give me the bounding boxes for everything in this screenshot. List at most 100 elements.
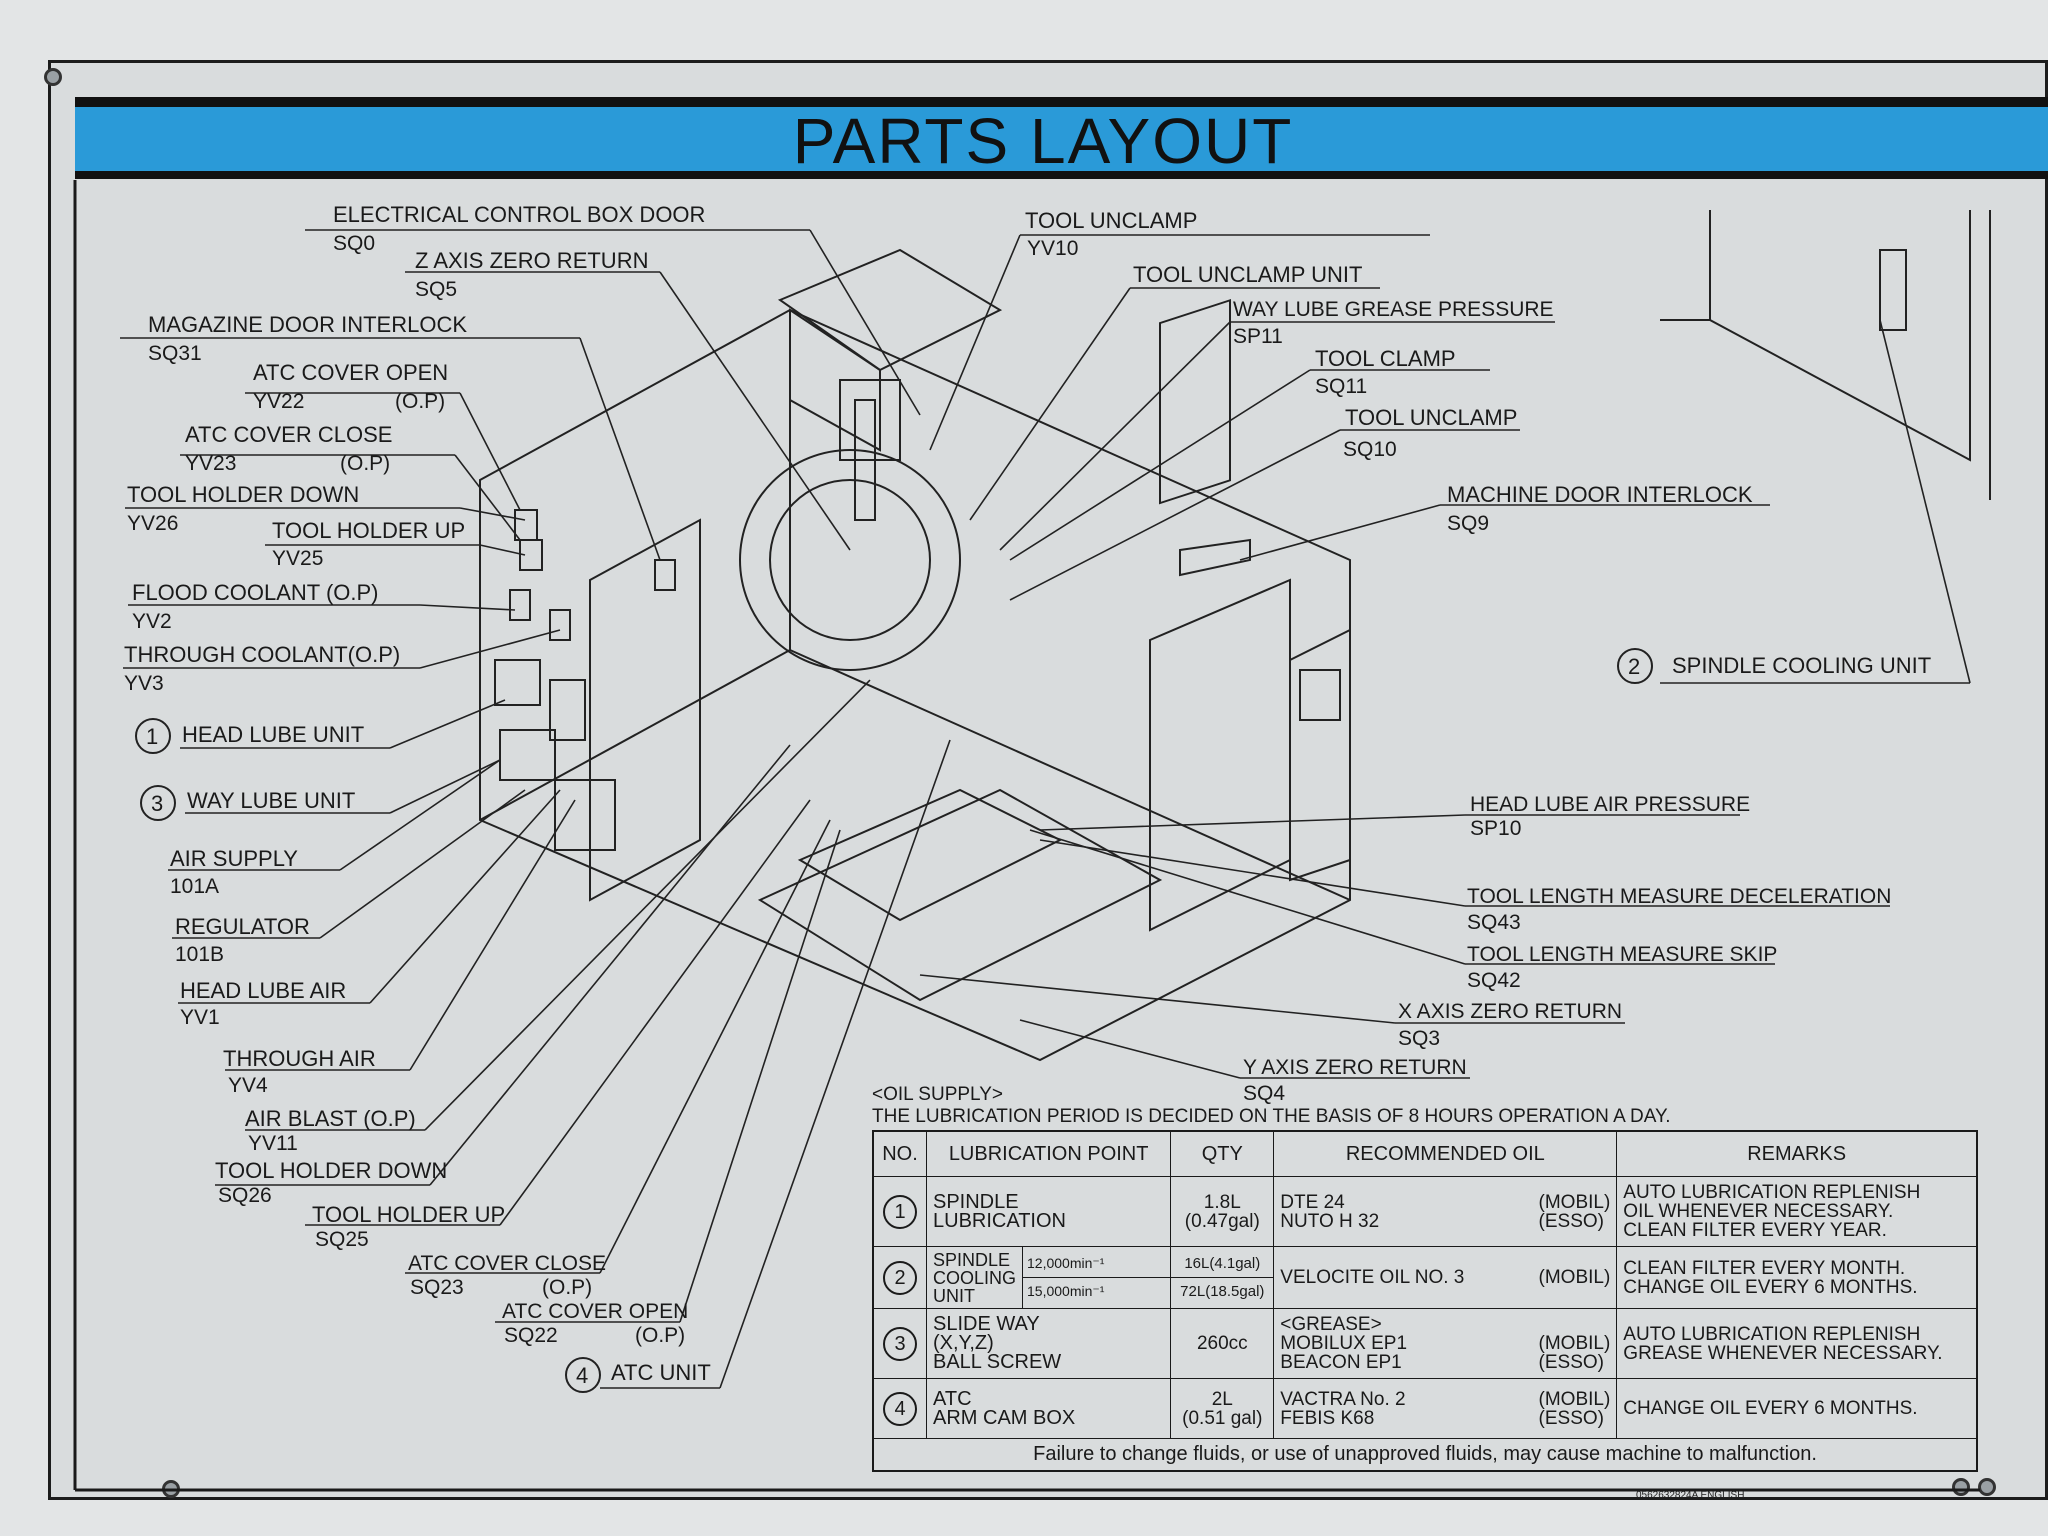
label-tool-holder-up-sq: TOOL HOLDER UP bbox=[312, 1202, 505, 1227]
label-tool-unclamp-sq: TOOL UNCLAMP bbox=[1345, 405, 1517, 430]
col-no: NO. bbox=[872, 1130, 927, 1177]
code-sp10: SP10 bbox=[1470, 817, 1521, 840]
col-recommended-oil: RECOMMENDED OIL bbox=[1273, 1130, 1618, 1177]
leader-lines bbox=[120, 229, 1971, 1389]
qty: 1.8L(0.47gal) bbox=[1170, 1176, 1275, 1247]
code-sq43: SQ43 bbox=[1467, 911, 1521, 934]
label-through-air: THROUGH AIR bbox=[223, 1046, 376, 1071]
code-sq9: SQ9 bbox=[1447, 512, 1489, 535]
label-tool-unclamp-yv: TOOL UNCLAMP bbox=[1025, 208, 1197, 233]
code-yv22: YV22 bbox=[253, 390, 304, 413]
label-magazine-door-interlock: MAGAZINE DOOR INTERLOCK bbox=[148, 312, 467, 337]
oil-supply-title: <OIL SUPPLY> bbox=[872, 1084, 1003, 1105]
number-circle-icon bbox=[565, 1357, 601, 1393]
label-y-axis-zero-return: Y AXIS ZERO RETURN bbox=[1243, 1056, 1467, 1079]
label-head-lube-unit: HEAD LUBE UNIT bbox=[182, 722, 364, 747]
number-circle-icon bbox=[1617, 648, 1653, 684]
qty: 16L(4.1gal)72L(18.5gal) bbox=[1170, 1246, 1275, 1309]
footer-warning: Failure to change fluids, or use of unap… bbox=[872, 1438, 1978, 1472]
left-labels: ELECTRICAL CONTROL BOX DOOR SQ0 Z AXIS Z… bbox=[124, 202, 711, 1393]
table-footer-row: Failure to change fluids, or use of unap… bbox=[872, 1438, 1978, 1472]
code-sq4: SQ4 bbox=[1243, 1082, 1285, 1105]
label-atc-cover-close-sq: ATC COVER CLOSE bbox=[408, 1252, 606, 1275]
number-circle-icon bbox=[135, 718, 171, 754]
code-yv1: YV1 bbox=[180, 1006, 220, 1029]
label-tool-holder-up: TOOL HOLDER UP bbox=[272, 518, 465, 543]
code-sq5: SQ5 bbox=[415, 278, 457, 301]
recommended-oil: VELOCITE OIL NO. 3(MOBIL) bbox=[1273, 1246, 1618, 1309]
label-through-coolant: THROUGH COOLANT(O.P) bbox=[124, 642, 400, 667]
recommended-oil: VACTRA No. 2(MOBIL) FEBIS K68(ESSO) bbox=[1273, 1378, 1618, 1439]
note-op: (O.P) bbox=[542, 1276, 592, 1299]
remarks: CLEAN FILTER EVERY MONTH.CHANGE OIL EVER… bbox=[1616, 1246, 1978, 1309]
label-flood-coolant: FLOOD COOLANT (O.P) bbox=[132, 580, 379, 605]
code-sq10: SQ10 bbox=[1343, 438, 1397, 461]
number-circle-icon bbox=[140, 785, 176, 821]
recommended-oil: DTE 24(MOBIL) NUTO H 32(ESSO) bbox=[1273, 1176, 1618, 1247]
code-sq23: SQ23 bbox=[410, 1276, 464, 1299]
label-tool-unclamp-unit: TOOL UNCLAMP UNIT bbox=[1133, 262, 1362, 287]
qty: 2L(0.51 gal) bbox=[1170, 1378, 1275, 1439]
row-number: 1 bbox=[883, 1194, 917, 1229]
col-qty: QTY bbox=[1170, 1130, 1275, 1177]
code-yv10: YV10 bbox=[1027, 237, 1078, 260]
num-4: 4 bbox=[576, 1363, 588, 1388]
lubrication-table: NO. LUBRICATION POINT QTY RECOMMENDED OI… bbox=[872, 1130, 1978, 1472]
code-yv2: YV2 bbox=[132, 610, 172, 633]
label-electrical-control-box-door: ELECTRICAL CONTROL BOX DOOR bbox=[333, 202, 705, 227]
code-sq11: SQ11 bbox=[1315, 375, 1367, 398]
code-sq25: SQ25 bbox=[315, 1228, 369, 1251]
label-regulator: REGULATOR bbox=[175, 914, 310, 939]
recommended-oil: <GREASE> MOBILUX EP1(MOBIL) BEACON EP1(E… bbox=[1273, 1308, 1618, 1379]
qty: 260cc bbox=[1170, 1308, 1275, 1379]
label-z-axis-zero-return: Z AXIS ZERO RETURN bbox=[415, 248, 648, 273]
label-atc-cover-close: ATC COVER CLOSE bbox=[185, 422, 392, 447]
code-yv26: YV26 bbox=[127, 512, 178, 535]
code-sp11: SP11 bbox=[1233, 325, 1283, 348]
code-sq0: SQ0 bbox=[333, 232, 375, 255]
page-title: PARTS LAYOUT bbox=[792, 105, 1294, 177]
label-tool-holder-down: TOOL HOLDER DOWN bbox=[127, 482, 359, 507]
label-tool-length-measure-skip: TOOL LENGTH MEASURE SKIP bbox=[1467, 943, 1777, 966]
code-sq26: SQ26 bbox=[218, 1184, 272, 1207]
table-header-row: NO. LUBRICATION POINT QTY RECOMMENDED OI… bbox=[872, 1130, 1978, 1177]
label-tool-clamp: TOOL CLAMP bbox=[1315, 346, 1456, 371]
code-sq42: SQ42 bbox=[1467, 969, 1521, 992]
lubrication-point: SLIDE WAY(X,Y,Z)BALL SCREW bbox=[925, 1308, 1172, 1379]
code-sq31: SQ31 bbox=[148, 342, 202, 365]
serial-number: 0562632824A ENGLISH bbox=[1636, 1490, 1745, 1501]
table-row: 3 SLIDE WAY(X,Y,Z)BALL SCREW 260cc <GREA… bbox=[872, 1308, 1978, 1379]
screw-icon bbox=[1978, 1478, 1996, 1496]
num-1: 1 bbox=[146, 724, 158, 749]
col-lubrication-point: LUBRICATION POINT bbox=[925, 1130, 1172, 1177]
label-tool-holder-down-sq: TOOL HOLDER DOWN bbox=[215, 1158, 447, 1183]
label-air-blast: AIR BLAST (O.P) bbox=[245, 1106, 416, 1131]
num-3: 3 bbox=[151, 791, 163, 816]
label-head-lube-air-pressure: HEAD LUBE AIR PRESSURE bbox=[1470, 793, 1750, 816]
code-sq3: SQ3 bbox=[1398, 1027, 1440, 1050]
num-2: 2 bbox=[1628, 654, 1640, 679]
code-yv3: YV3 bbox=[124, 672, 164, 695]
note-op: (O.P) bbox=[635, 1324, 685, 1347]
code-sq22: SQ22 bbox=[504, 1324, 558, 1347]
label-head-lube-air: HEAD LUBE AIR bbox=[180, 978, 346, 1003]
code-yv25: YV25 bbox=[272, 547, 323, 570]
code-yv11: YV11 bbox=[248, 1132, 298, 1155]
machine-outline bbox=[479, 210, 1991, 1062]
title-bar: PARTS LAYOUT bbox=[75, 97, 2048, 179]
note-op: (O.P) bbox=[340, 452, 390, 475]
label-air-supply: AIR SUPPLY bbox=[170, 846, 298, 871]
label-atc-cover-open: ATC COVER OPEN bbox=[253, 360, 448, 385]
label-atc-cover-open-sq: ATC COVER OPEN bbox=[502, 1300, 688, 1323]
oil-supply-note: THE LUBRICATION PERIOD IS DECIDED ON THE… bbox=[872, 1106, 1671, 1127]
label-tool-length-measure-deceleration: TOOL LENGTH MEASURE DECELERATION bbox=[1467, 885, 1891, 908]
